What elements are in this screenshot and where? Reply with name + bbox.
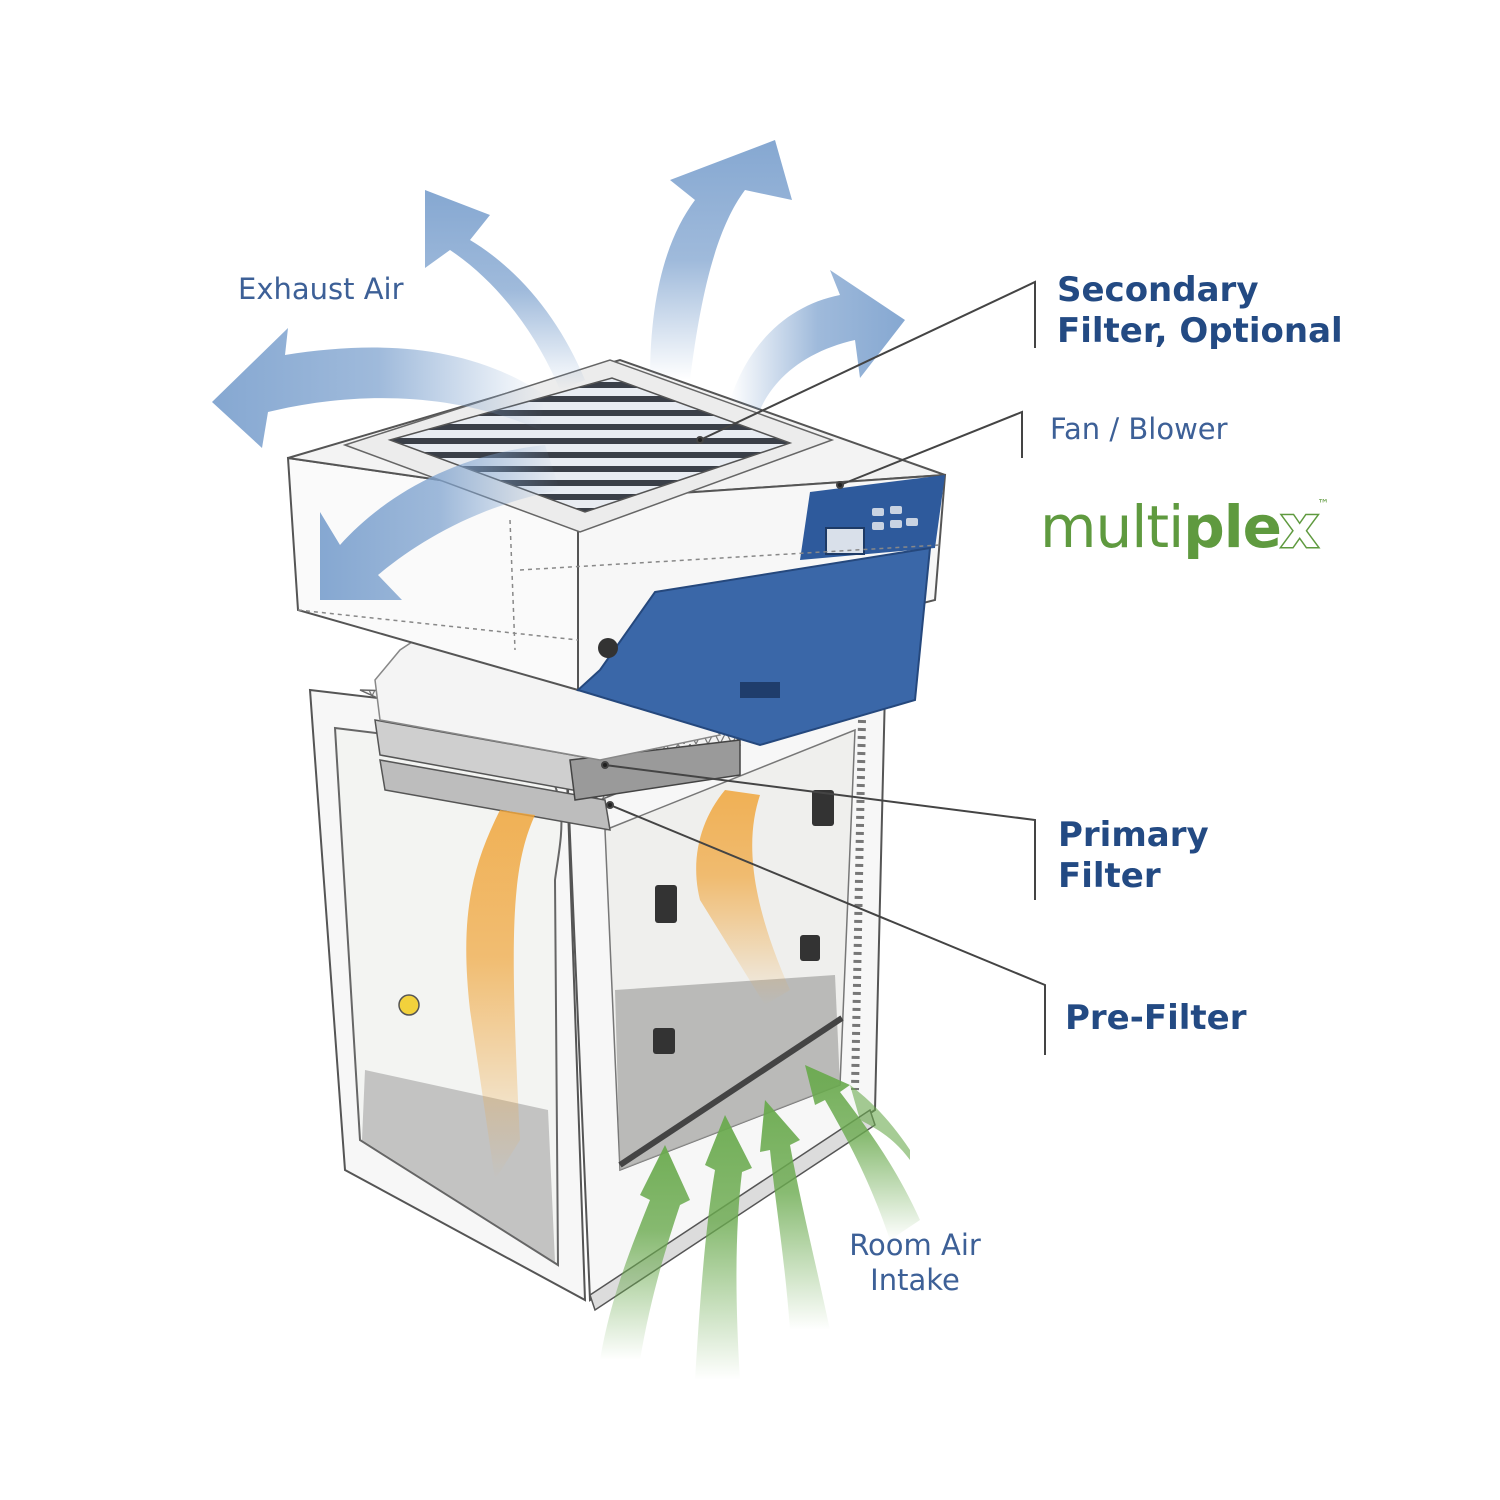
leader-fan-blower (839, 410, 1023, 486)
exhaust-arrows (212, 140, 905, 600)
side-knob (398, 994, 420, 1016)
housing-knob (598, 638, 618, 658)
label-primary-filter-line1: Primary (1058, 815, 1209, 855)
internal-flow-right (696, 790, 790, 1005)
exhaust-arrow-right (730, 270, 905, 410)
blower-housing (286, 358, 947, 747)
leader-dot-fan (836, 481, 844, 489)
intake-arrow-2 (695, 1115, 752, 1380)
filter-stack (359, 624, 742, 831)
leader-secondary-filter (699, 280, 1036, 441)
access-panel-vent (740, 682, 780, 698)
outlet-lower (653, 1028, 675, 1054)
multiplex-logo: multiplex™ (1040, 497, 1329, 558)
leader-dot-primary (601, 761, 609, 769)
label-secondary-filter-line1: Secondary (1057, 270, 1259, 310)
access-panel (576, 546, 932, 747)
work-surface (615, 975, 840, 1170)
label-room-air-intake: Room Air Intake (840, 1228, 990, 1298)
label-primary-filter-line2: Filter (1058, 855, 1161, 896)
intake-arrow-3 (760, 1100, 830, 1330)
exhaust-arrow-up-left (425, 190, 585, 390)
logo-text-bold: ple (1183, 493, 1282, 561)
logo-trademark: ™ (1317, 497, 1329, 511)
exhaust-arrow-up-right (650, 140, 792, 380)
outlet-upper-right (812, 790, 834, 826)
exhaust-arrow-lower-left (320, 445, 560, 600)
label-fan-blower: Fan / Blower (1050, 412, 1228, 446)
outlet-mid-left (655, 885, 677, 923)
outlet-mid-right (800, 935, 820, 961)
right-rail (851, 719, 866, 1091)
internal-flow-left (466, 810, 535, 1180)
intake-arrow-1 (600, 1145, 690, 1360)
label-exhaust-air: Exhaust Air (238, 272, 404, 306)
label-room-air-line2: Intake (870, 1262, 960, 1297)
pre-filter-layer (379, 759, 611, 831)
intake-arrow-5 (850, 1085, 910, 1160)
label-secondary-filter: Secondary Filter, Optional (1057, 270, 1343, 352)
logo-text-thin: multi (1040, 493, 1184, 561)
leader-primary-filter (604, 764, 1036, 900)
exhaust-arrow-far-left (212, 328, 545, 448)
intake-arrows (600, 1065, 920, 1380)
label-room-air-line1: Room Air (849, 1228, 981, 1262)
leader-lines (601, 280, 1046, 1055)
label-primary-filter: Primary Filter (1058, 815, 1209, 897)
housing-dashed-edge (297, 519, 941, 651)
logo-text-x: x (1279, 493, 1319, 561)
leader-dot-secondary (696, 436, 704, 444)
internal-airflow (466, 790, 790, 1180)
leader-dot-pre (606, 801, 614, 809)
label-pre-filter: Pre-Filter (1065, 998, 1247, 1038)
intake-arrow-4 (805, 1065, 920, 1240)
sash-bar (618, 1015, 844, 1168)
label-secondary-filter-line2: Filter, Optional (1057, 310, 1343, 351)
leader-pre-filter (609, 804, 1046, 1055)
control-buttons (872, 506, 918, 530)
